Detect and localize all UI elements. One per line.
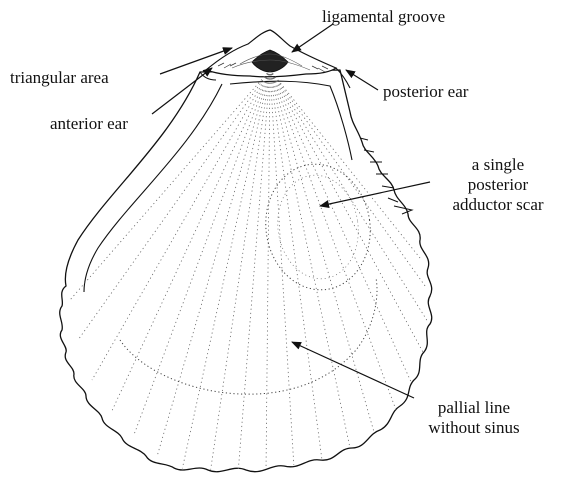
label-pallial-line-line-2: without sinus <box>404 418 544 438</box>
label-posterior-ear: posterior ear <box>383 82 468 102</box>
leader-posterior-ear <box>346 70 378 90</box>
label-anterior-ear: anterior ear <box>50 114 128 134</box>
leader-ligamental-groove <box>292 24 333 52</box>
label-triangular-area: triangular area <box>10 68 109 88</box>
label-adductor-scar-line-1: a single <box>433 155 563 175</box>
label-pallial-line-line-1: pallial line <box>404 398 544 418</box>
label-adductor-scar: a single posterior adductor scar <box>433 155 563 215</box>
label-ligamental-groove: ligamental groove <box>322 7 445 27</box>
label-adductor-scar-line-3: adductor scar <box>433 195 563 215</box>
label-pallial-line: pallial line without sinus <box>404 398 544 438</box>
label-adductor-scar-line-2: posterior <box>433 175 563 195</box>
